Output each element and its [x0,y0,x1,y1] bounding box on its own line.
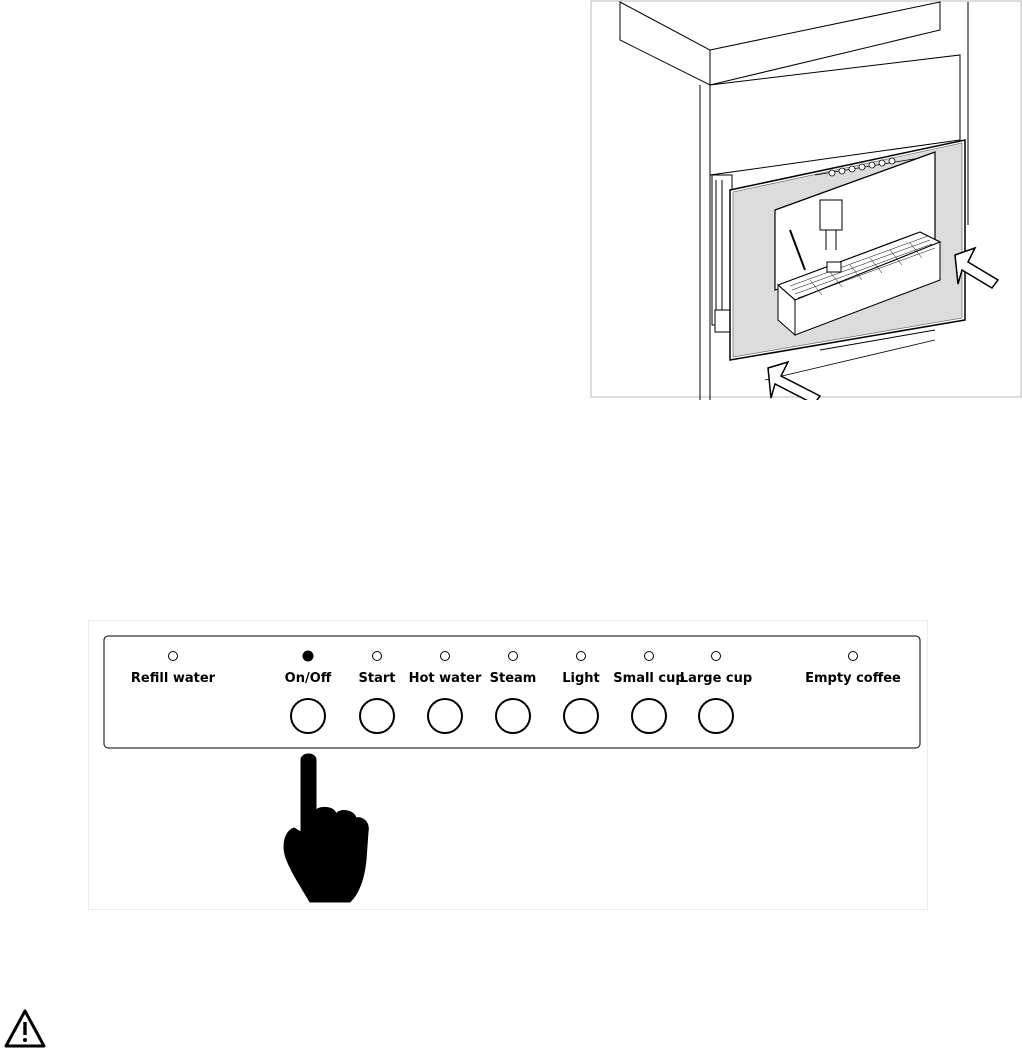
small-cup-label: Small cup [613,671,684,686]
empty-coffee-label: Empty coffee [805,671,901,686]
hot-water-button[interactable] [428,699,462,733]
light-indicator-led [577,652,586,661]
control-panel-figure: Refill water On/Off Start Hot water Stea… [88,620,928,910]
start-indicator-led [373,652,382,661]
start-label: Start [359,671,396,686]
small-cup-button[interactable] [632,699,666,733]
steam-label: Steam [490,671,537,686]
start-button[interactable] [360,699,394,733]
on-off-indicator-led [303,651,313,661]
on-off-button[interactable] [291,699,325,733]
light-button[interactable] [564,699,598,733]
appliance-installation-illustration [590,0,1022,400]
steam-indicator-led [509,652,518,661]
on-off-label: On/Off [285,671,332,686]
warning-triangle-icon [4,1008,46,1048]
small-cup-indicator-led [645,652,654,661]
hot-water-indicator-led [441,652,450,661]
large-cup-label: Large cup [680,671,752,686]
refill-water-indicator-led [169,652,178,661]
steam-button[interactable] [496,699,530,733]
empty-coffee-indicator-led [849,652,858,661]
hot-water-label: Hot water [409,671,482,686]
refill-water-label: Refill water [131,671,216,686]
large-cup-indicator-led [712,652,721,661]
light-label: Light [562,671,600,686]
large-cup-button[interactable] [699,699,733,733]
